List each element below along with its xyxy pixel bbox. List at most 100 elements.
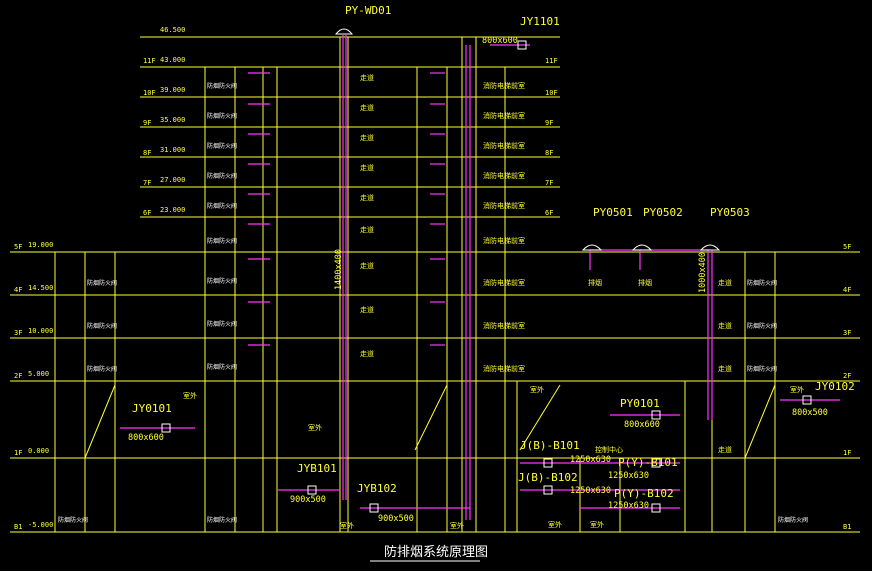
svg-text:防烟防火阀: 防烟防火阀 [207,112,237,120]
svg-text:防烟防火阀: 防烟防火阀 [207,363,237,371]
elev-0000: 0.000 [28,447,49,455]
svg-text:防烟防火阀: 防烟防火阀 [207,202,237,210]
svg-text:6F: 6F [545,209,553,217]
svg-text:防烟防火阀: 防烟防火阀 [207,142,237,150]
svg-text:9F: 9F [143,119,151,127]
svg-text:走道: 走道 [360,163,374,172]
svg-text:走道: 走道 [718,278,732,287]
svg-text:消防电梯前室: 消防电梯前室 [483,111,525,120]
svg-text:防烟防火阀: 防烟防火阀 [778,516,808,524]
duct-size-py0101: 800x600 [624,420,660,430]
elev-43000: 43.000 [160,56,185,64]
label-jb-b102: J(B)-B102 [518,471,578,484]
duct-size-b102: 1250x630 [570,486,611,496]
elev-19000: 19.000 [28,241,53,249]
svg-text:室外: 室外 [450,521,464,530]
svg-text:防烟防火阀: 防烟防火阀 [207,237,237,245]
svg-text:室外: 室外 [183,391,197,400]
shaft-size-left: 1400x400 [334,249,344,290]
svg-text:B1: B1 [14,523,22,531]
label-py-wd01: PY-WD01 [345,4,391,17]
svg-text:走道: 走道 [360,225,374,234]
svg-text:走道: 走道 [360,193,374,202]
svg-text:5F: 5F [843,243,851,251]
elev-31000: 31.000 [160,146,185,154]
label-py0503: PY0503 [710,206,750,219]
svg-text:8F: 8F [545,149,553,157]
duct-size-b101: 1250x630 [570,455,611,465]
svg-text:室外: 室外 [590,520,604,529]
svg-text:7F: 7F [545,179,553,187]
elev-23000: 23.000 [160,206,185,214]
svg-text:2F: 2F [14,372,22,380]
elev-27000: 27.000 [160,176,185,184]
svg-text:防烟防火阀: 防烟防火阀 [747,322,777,330]
duct-size-jyb102: 900x500 [378,514,414,524]
label-jyb102: JYB102 [357,482,397,495]
svg-text:室外: 室外 [340,521,354,530]
elev-5000: 5.000 [28,370,49,378]
svg-text:1F: 1F [14,449,22,457]
svg-text:10F: 10F [545,89,558,97]
svg-text:消防电梯前室: 消防电梯前室 [483,201,525,210]
svg-text:防烟防火阀: 防烟防火阀 [207,320,237,328]
elev-39000: 39.000 [160,86,185,94]
elev-14500: 14.500 [28,284,53,292]
svg-text:室外: 室外 [548,520,562,529]
svg-text:走道: 走道 [718,445,732,454]
svg-text:防烟防火阀: 防烟防火阀 [747,365,777,373]
svg-text:4F: 4F [14,286,22,294]
label-py-b101: P(Y)-B101 [618,456,678,469]
label-jb-b101: J(B)-B101 [520,439,580,452]
elev-35000: 35.000 [160,116,185,124]
svg-text:B1: B1 [843,523,851,531]
svg-text:防烟防火阀: 防烟防火阀 [747,279,777,287]
svg-text:消防电梯前室: 消防电梯前室 [483,278,525,287]
duct-size-jyb101: 900x500 [290,495,326,505]
equipment-labels: PY-WD01 JY1101 800x600 PY0501 PY0502 PY0… [128,4,855,524]
svg-text:防烟防火阀: 防烟防火阀 [207,277,237,285]
label-py0502: PY0502 [643,206,683,219]
label-py0501: PY0501 [593,206,633,219]
svg-text:消防电梯前室: 消防电梯前室 [483,171,525,180]
svg-text:消防电梯前室: 消防电梯前室 [483,81,525,90]
elev-10000: 10.000 [28,327,53,335]
elev-minus5000: -5.000 [28,521,53,529]
svg-text:消防电梯前室: 消防电梯前室 [483,141,525,150]
svg-text:2F: 2F [843,372,851,380]
label-py0101: PY0101 [620,397,660,410]
floor-tags-left: 11F 10F 9F 8F 7F 6F 5F 4F 3F 2F 1F B1 [14,57,156,531]
svg-text:走道: 走道 [360,261,374,270]
svg-text:防烟防火阀: 防烟防火阀 [207,82,237,90]
svg-text:排烟: 排烟 [638,278,652,287]
svg-text:走道: 走道 [360,133,374,142]
building-frame [10,36,860,533]
svg-text:走道: 走道 [718,364,732,373]
svg-text:7F: 7F [143,179,151,187]
svg-text:3F: 3F [14,329,22,337]
svg-text:10F: 10F [143,89,156,97]
svg-text:消防电梯前室: 消防电梯前室 [483,236,525,245]
svg-text:防烟防火阀: 防烟防火阀 [58,516,88,524]
svg-text:6F: 6F [143,209,151,217]
svg-text:走道: 走道 [360,103,374,112]
svg-text:防烟防火阀: 防烟防火阀 [207,516,237,524]
svg-text:1F: 1F [843,449,851,457]
svg-text:消防电梯前室: 消防电梯前室 [483,321,525,330]
elev-46500: 46.500 [160,26,185,34]
duct-size-pyb101: 1250x630 [608,471,649,481]
svg-text:走道: 走道 [360,349,374,358]
svg-text:11F: 11F [143,57,156,65]
svg-text:消防电梯前室: 消防电梯前室 [483,364,525,373]
svg-text:室外: 室外 [530,385,544,394]
fan-symbols [161,28,812,513]
svg-text:走道: 走道 [360,73,374,82]
svg-text:5F: 5F [14,243,22,251]
label-jy1101: JY1101 [520,15,560,28]
duct-size-jy1101: 800x600 [482,36,518,46]
floor-tags-right: 11F 10F 9F 8F 7F 6F 5F 4F 3F 2F 1F B1 [545,57,851,531]
svg-text:防烟防火阀: 防烟防火阀 [207,172,237,180]
svg-text:排烟: 排烟 [588,278,602,287]
svg-text:防烟防火阀: 防烟防火阀 [87,365,117,373]
